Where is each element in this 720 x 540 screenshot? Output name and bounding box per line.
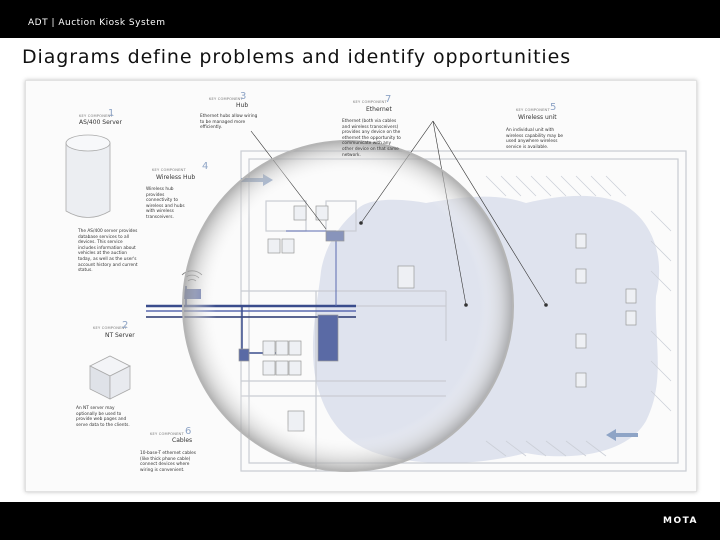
component-label: KEY COMPONENT xyxy=(152,168,186,172)
component-description: An individual unit with wireless capabil… xyxy=(506,128,566,150)
component-label: KEY COMPONENT xyxy=(353,100,387,104)
component-description: 10-base-T ethernet cables (like thick ph… xyxy=(140,451,200,473)
component-number: 1 xyxy=(108,108,114,119)
component-number: 5 xyxy=(550,102,556,113)
component-name: Cables xyxy=(172,437,192,444)
component-name: Hub xyxy=(236,102,248,109)
component-name: NT Server xyxy=(105,332,135,339)
component-name: AS/400 Server xyxy=(79,119,122,126)
component-description: The AS/400 server provides database serv… xyxy=(78,229,138,274)
component-number: 3 xyxy=(240,91,246,102)
network-diagram: KEY COMPONENT 1 AS/400 Server The AS/400… xyxy=(25,80,697,492)
component-label: KEY COMPONENT xyxy=(209,97,243,101)
component-description: Wireless hub provides connectivity to wi… xyxy=(146,187,192,221)
component-description: Ethernet hubs allow wiring to be managed… xyxy=(200,114,260,131)
magnifier-lens xyxy=(183,141,513,471)
component-name: Ethernet xyxy=(366,106,392,113)
component-name: Wireless unit xyxy=(518,114,557,121)
component-number: 6 xyxy=(185,426,191,437)
breadcrumb: ADT | Auction Kiosk System xyxy=(28,18,165,28)
header-bar: ADT | Auction Kiosk System xyxy=(0,0,720,38)
company-logo: MOTA xyxy=(663,516,698,526)
component-name: Wireless Hub xyxy=(156,174,195,181)
nt-server-illustration xyxy=(90,356,130,399)
component-label: KEY COMPONENT xyxy=(516,108,550,112)
component-label: KEY COMPONENT xyxy=(150,432,184,436)
component-number: 7 xyxy=(385,94,391,105)
component-number: 4 xyxy=(202,161,208,172)
component-number: 2 xyxy=(122,320,128,331)
footer-bar: MOTA xyxy=(0,502,720,540)
component-description: Ethernet (both via cables and wireless t… xyxy=(342,119,402,158)
page-title: Diagrams define problems and identify op… xyxy=(22,46,571,68)
component-description: An NT server may optionally be used to p… xyxy=(76,406,136,428)
as400-server-illustration xyxy=(66,135,110,218)
